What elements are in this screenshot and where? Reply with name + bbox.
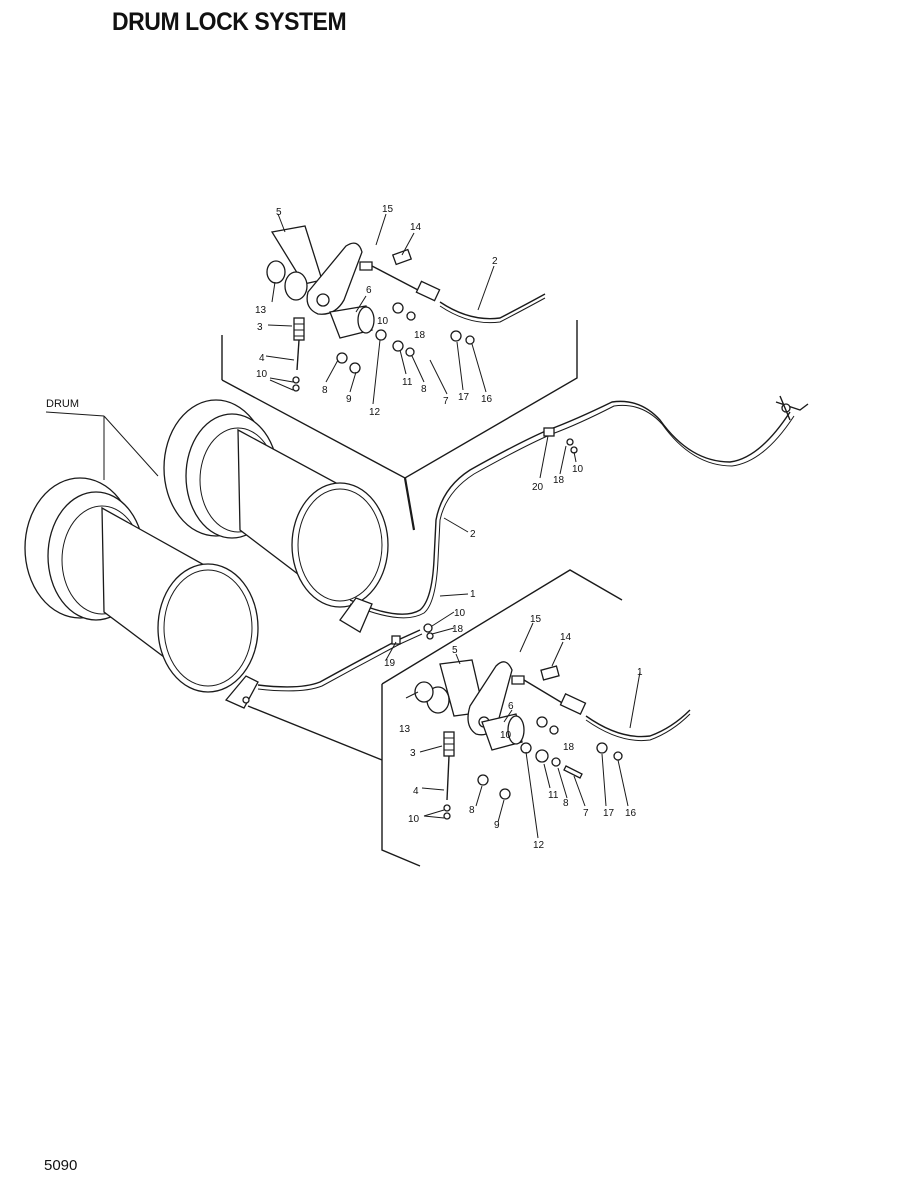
callout-17: 17 <box>458 392 470 403</box>
main-cable-upper <box>349 400 791 615</box>
callout-13: 13 <box>255 305 267 316</box>
callout-3: 3 <box>410 748 416 759</box>
upper-detail-assembly <box>221 213 578 531</box>
callout-12: 12 <box>533 840 545 851</box>
callout-4: 4 <box>413 786 419 797</box>
upper-drum-bracket <box>339 597 373 633</box>
lower-frame-left-edge <box>381 684 421 867</box>
callout-8: 8 <box>322 385 328 396</box>
callout-18: 18 <box>563 742 575 753</box>
callout-6: 6 <box>366 285 372 296</box>
drum-label: DRUM <box>46 398 79 410</box>
part-1-cable-lower <box>585 709 691 738</box>
callout-2: 2 <box>470 529 476 540</box>
part-3-spring-upper <box>293 317 305 341</box>
callout-8: 8 <box>469 805 475 816</box>
callout-18: 18 <box>553 475 565 486</box>
callout-18: 18 <box>452 624 464 635</box>
diagram-title: DRUM LOCK SYSTEM <box>112 8 347 36</box>
callout-10: 10 <box>408 814 420 825</box>
callout-5: 5 <box>452 645 458 656</box>
part-20-clip <box>543 427 555 437</box>
lower-drum-bracket <box>224 675 259 709</box>
callout-17: 17 <box>603 808 615 819</box>
callout-10: 10 <box>500 730 512 741</box>
part-14-pin-lower <box>540 665 560 681</box>
lower-detail-assembly <box>381 569 691 867</box>
callout-14: 14 <box>560 632 572 643</box>
part-19-clip <box>391 635 401 645</box>
callout-9: 9 <box>494 820 500 831</box>
callout-7: 7 <box>443 396 449 407</box>
upper-frame-pointer <box>403 477 416 531</box>
cable-end-fitting-lower <box>559 693 587 715</box>
callout-5: 5 <box>276 207 282 218</box>
callout-7: 7 <box>583 808 589 819</box>
callout-12: 12 <box>369 407 381 418</box>
callout-20: 20 <box>532 482 544 493</box>
part-14-pin-upper <box>391 248 413 266</box>
part-13-ring-upper <box>266 260 286 284</box>
callout-9: 9 <box>346 394 352 405</box>
callout-1: 1 <box>637 667 643 678</box>
callout-2: 2 <box>492 256 498 267</box>
part-6-cylinder-end-upper <box>357 306 375 334</box>
upper-frame-bottom-edge <box>221 320 578 479</box>
sleeve-upper <box>284 271 308 301</box>
callout-11: 11 <box>402 377 413 388</box>
control-lever <box>775 401 809 411</box>
callout-16: 16 <box>481 394 493 405</box>
callout-8: 8 <box>421 384 427 395</box>
drum-assembly: DRUM <box>24 398 389 693</box>
callout-10: 10 <box>256 369 268 380</box>
callout-16: 16 <box>625 808 637 819</box>
callout-4: 4 <box>259 353 265 364</box>
callout-3: 3 <box>257 322 263 333</box>
part-4-rod-upper <box>296 339 300 371</box>
callout-10: 10 <box>377 316 389 327</box>
part-2-cable-upper <box>439 293 546 320</box>
callout-15: 15 <box>530 614 542 625</box>
lever-pivot-upper <box>316 293 330 307</box>
callout-8: 8 <box>563 798 569 809</box>
callout-19: 19 <box>384 658 396 669</box>
cable-routing <box>224 395 809 761</box>
callout-14: 14 <box>410 222 422 233</box>
callout-10: 10 <box>454 608 466 619</box>
part-4-rod-lower <box>446 755 450 801</box>
callout-6: 6 <box>508 701 514 712</box>
lower-drum <box>24 477 259 693</box>
cable-end-fitting-upper <box>415 280 441 302</box>
lower-frame-top-edge <box>381 569 623 685</box>
lower-linkage-rod <box>247 705 383 761</box>
callout-11: 11 <box>548 790 559 801</box>
main-cable-lower <box>257 629 421 688</box>
callout-15: 15 <box>382 204 394 215</box>
callout-1: 1 <box>470 589 476 600</box>
callout-13: 13 <box>399 724 411 735</box>
upper-drum <box>163 399 389 608</box>
callout-18: 18 <box>414 330 426 341</box>
part-13-ring-lower <box>414 681 434 703</box>
callout-10: 10 <box>572 464 584 475</box>
page-number: 5090 <box>44 1157 78 1174</box>
